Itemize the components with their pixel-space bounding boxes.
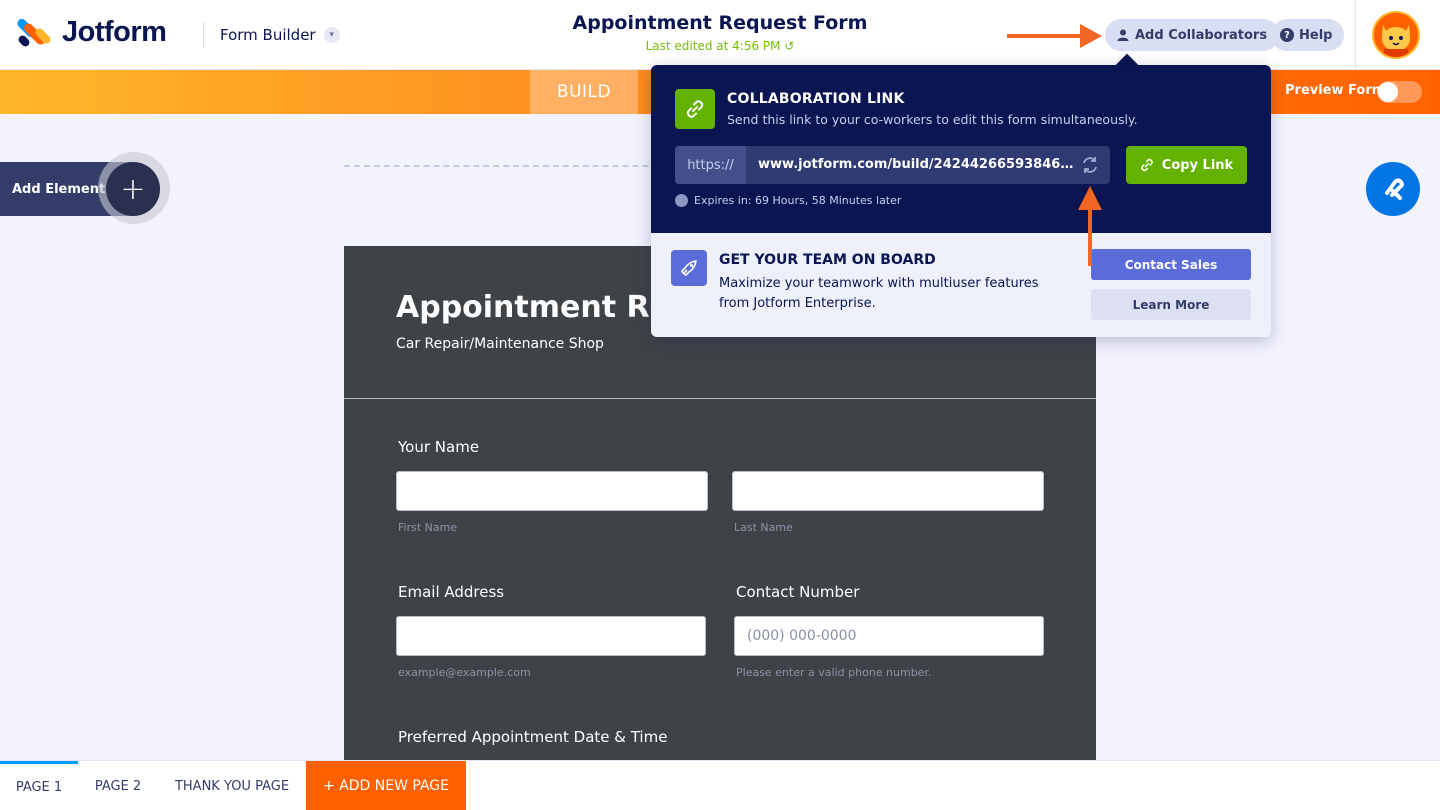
collaboration-link-description: Send this link to your co-workers to edi… xyxy=(727,112,1138,127)
collaboration-url[interactable]: www.jotform.com/build/242442665938466?ia… xyxy=(758,157,1078,172)
add-collaborators-button[interactable]: Add Collaborators xyxy=(1105,19,1280,51)
first-name-sublabel: First Name xyxy=(398,521,458,534)
app-header: Jotform Form Builder ▾ Appointment Reque… xyxy=(0,0,1440,70)
team-upsell-description: Maximize your teamwork with multiuser fe… xyxy=(719,276,1039,311)
email-label[interactable]: Email Address xyxy=(398,583,505,601)
page-tabs-bar: PAGE 1 PAGE 2 THANK YOU PAGE + ADD NEW P… xyxy=(0,760,1440,810)
preview-form-label[interactable]: Preview Form xyxy=(1285,83,1386,98)
preview-form-toggle[interactable] xyxy=(1377,81,1422,103)
annotation-arrowhead-up xyxy=(1078,186,1102,210)
collaboration-url-field[interactable]: https:// www.jotform.com/build/242442665… xyxy=(675,146,1110,184)
add-new-page-button[interactable]: + ADD NEW PAGE xyxy=(306,761,466,810)
user-icon xyxy=(1117,29,1129,41)
link-expiry: Expires in: 69 Hours, 58 Minutes later xyxy=(675,194,901,207)
team-upsell-section: GET YOUR TEAM ON BOARD Maximize your tea… xyxy=(651,233,1271,337)
help-button[interactable]: ? Help xyxy=(1271,19,1345,51)
appointment-datetime-label[interactable]: Preferred Appointment Date & Time xyxy=(398,728,668,746)
form-title-area: Appointment Request Form Last edited at … xyxy=(520,12,920,53)
last-name-input[interactable] xyxy=(732,471,1044,511)
phone-sublabel: Please enter a valid phone number. xyxy=(736,666,932,679)
clock-icon xyxy=(675,194,688,207)
header-divider xyxy=(203,22,204,48)
help-label: Help xyxy=(1299,27,1333,43)
undo-icon: ↺ xyxy=(784,39,795,53)
your-name-label[interactable]: Your Name xyxy=(398,438,480,456)
add-element-label: Add Element xyxy=(12,181,106,197)
form-header-divider xyxy=(344,398,1096,399)
tab-page-1[interactable]: PAGE 1 xyxy=(0,761,78,810)
email-sublabel: example@example.com xyxy=(398,666,531,679)
contact-sales-button[interactable]: Contact Sales xyxy=(1091,249,1251,280)
form-builder-dropdown[interactable]: Form Builder ▾ xyxy=(220,26,340,44)
rocket-icon xyxy=(671,250,707,286)
annotation-arrow-up xyxy=(1088,206,1092,266)
form-title[interactable]: Appointment Request Form xyxy=(572,12,868,34)
learn-more-button[interactable]: Learn More xyxy=(1091,289,1251,320)
last-edited-text: Last edited at 4:56 PM xyxy=(645,39,781,53)
phone-placeholder: (000) 000-0000 xyxy=(747,628,857,644)
tab-thank-you-page[interactable]: THANK YOU PAGE xyxy=(174,778,290,794)
url-prefix: https:// xyxy=(675,146,746,184)
link-icon xyxy=(675,89,715,129)
collaboration-popover: COLLABORATION LINK Send this link to you… xyxy=(651,65,1271,337)
copy-link-label: Copy Link xyxy=(1161,157,1234,173)
annotation-arrowhead-right xyxy=(1080,24,1102,48)
plus-icon[interactable]: + xyxy=(106,162,160,216)
link-expiry-text: Expires in: 69 Hours, 58 Minutes later xyxy=(694,194,902,207)
last-edited-status[interactable]: Last edited at 4:56 PM ↺ xyxy=(520,39,920,53)
collaboration-link-section: COLLABORATION LINK Send this link to you… xyxy=(651,65,1271,233)
tab-build[interactable]: BUILD xyxy=(530,70,638,114)
first-name-input[interactable] xyxy=(396,471,708,511)
question-icon: ? xyxy=(1280,28,1294,42)
copy-link-button[interactable]: Copy Link xyxy=(1126,146,1247,184)
header-separator xyxy=(1355,0,1356,70)
refresh-icon[interactable] xyxy=(1080,155,1100,175)
form-designer-button[interactable] xyxy=(1366,162,1420,216)
contact-number-label[interactable]: Contact Number xyxy=(736,583,860,601)
jotform-logo[interactable]: Jotform xyxy=(15,15,167,49)
collaboration-link-title: COLLABORATION LINK xyxy=(727,91,905,107)
annotation-arrow-right xyxy=(1007,34,1085,38)
chevron-down-icon: ▾ xyxy=(323,27,340,43)
last-name-sublabel: Last Name xyxy=(734,521,793,534)
link-icon xyxy=(1140,158,1153,172)
form-builder-label: Form Builder xyxy=(220,26,316,44)
form-subheading[interactable]: Car Repair/Maintenance Shop xyxy=(396,336,604,352)
email-input[interactable] xyxy=(396,616,706,656)
cat-avatar-icon xyxy=(1374,13,1418,57)
jotform-logo-icon xyxy=(15,15,53,49)
logo-text: Jotform xyxy=(62,15,167,48)
add-collaborators-label: Add Collaborators xyxy=(1135,27,1268,43)
team-upsell-title: GET YOUR TEAM ON BOARD xyxy=(719,252,936,268)
paint-roller-icon xyxy=(1385,178,1404,200)
avatar[interactable] xyxy=(1372,11,1420,59)
phone-input[interactable]: (000) 000-0000 xyxy=(734,616,1044,656)
tab-page-2[interactable]: PAGE 2 xyxy=(94,778,142,794)
